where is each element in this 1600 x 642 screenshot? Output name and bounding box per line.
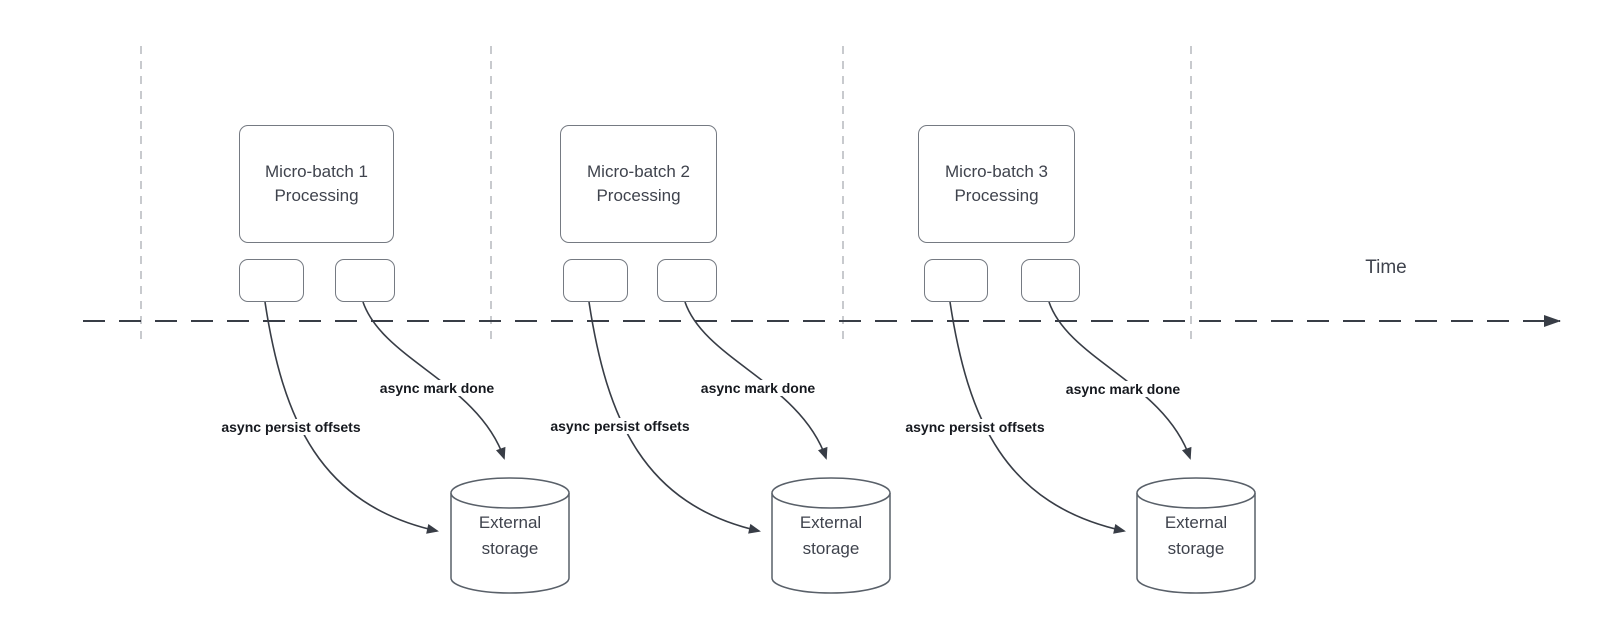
- mark-done-arrow-3: [1048, 301, 1192, 460]
- offset-box-2-right: [657, 259, 717, 302]
- micro-batch-3-label: Micro-batch 3 Processing: [945, 162, 1048, 205]
- mark-done-label-3: async mark done: [1062, 381, 1184, 397]
- micro-batch-2-box: Micro-batch 2 Processing: [560, 125, 717, 243]
- offset-box-2-left: [563, 259, 628, 302]
- offset-box-1-left: [239, 259, 304, 302]
- persist-offsets-label-3: async persist offsets: [902, 419, 1048, 435]
- micro-batch-1-label: Micro-batch 1 Processing: [265, 162, 368, 205]
- mark-done-arrow-2: [684, 301, 828, 460]
- persist-offsets-arrow-2: [588, 301, 761, 534]
- async-arrows: [264, 301, 1192, 534]
- offset-box-3-left: [924, 259, 988, 302]
- mark-done-label-2: async mark done: [697, 380, 819, 396]
- storage-label-2: External storage: [799, 513, 863, 558]
- micro-batch-2-label: Micro-batch 2 Processing: [587, 162, 690, 205]
- mark-done-arrow-1: [362, 301, 506, 460]
- storage-cylinder-1: [450, 477, 570, 594]
- persist-offsets-arrow-1: [264, 301, 439, 534]
- offset-box-3-right: [1021, 259, 1080, 302]
- persist-offsets-arrow-3: [949, 301, 1126, 534]
- storage-label-3: External storage: [1164, 513, 1228, 558]
- micro-batch-1-box: Micro-batch 1 Processing: [239, 125, 394, 243]
- persist-offsets-label-1: async persist offsets: [218, 419, 364, 435]
- micro-batch-3-box: Micro-batch 3 Processing: [918, 125, 1075, 243]
- mark-done-label-1: async mark done: [376, 380, 498, 396]
- storage-cylinder-2: [771, 477, 891, 594]
- storage-label-1: External storage: [478, 513, 542, 558]
- storage-cylinder-3: [1136, 477, 1256, 594]
- storage-cylinders: [450, 477, 1256, 594]
- time-axis-label: Time: [1365, 257, 1407, 278]
- time-guide-lines: [140, 46, 1192, 340]
- offset-box-1-right: [335, 259, 395, 302]
- persist-offsets-label-2: async persist offsets: [547, 418, 693, 434]
